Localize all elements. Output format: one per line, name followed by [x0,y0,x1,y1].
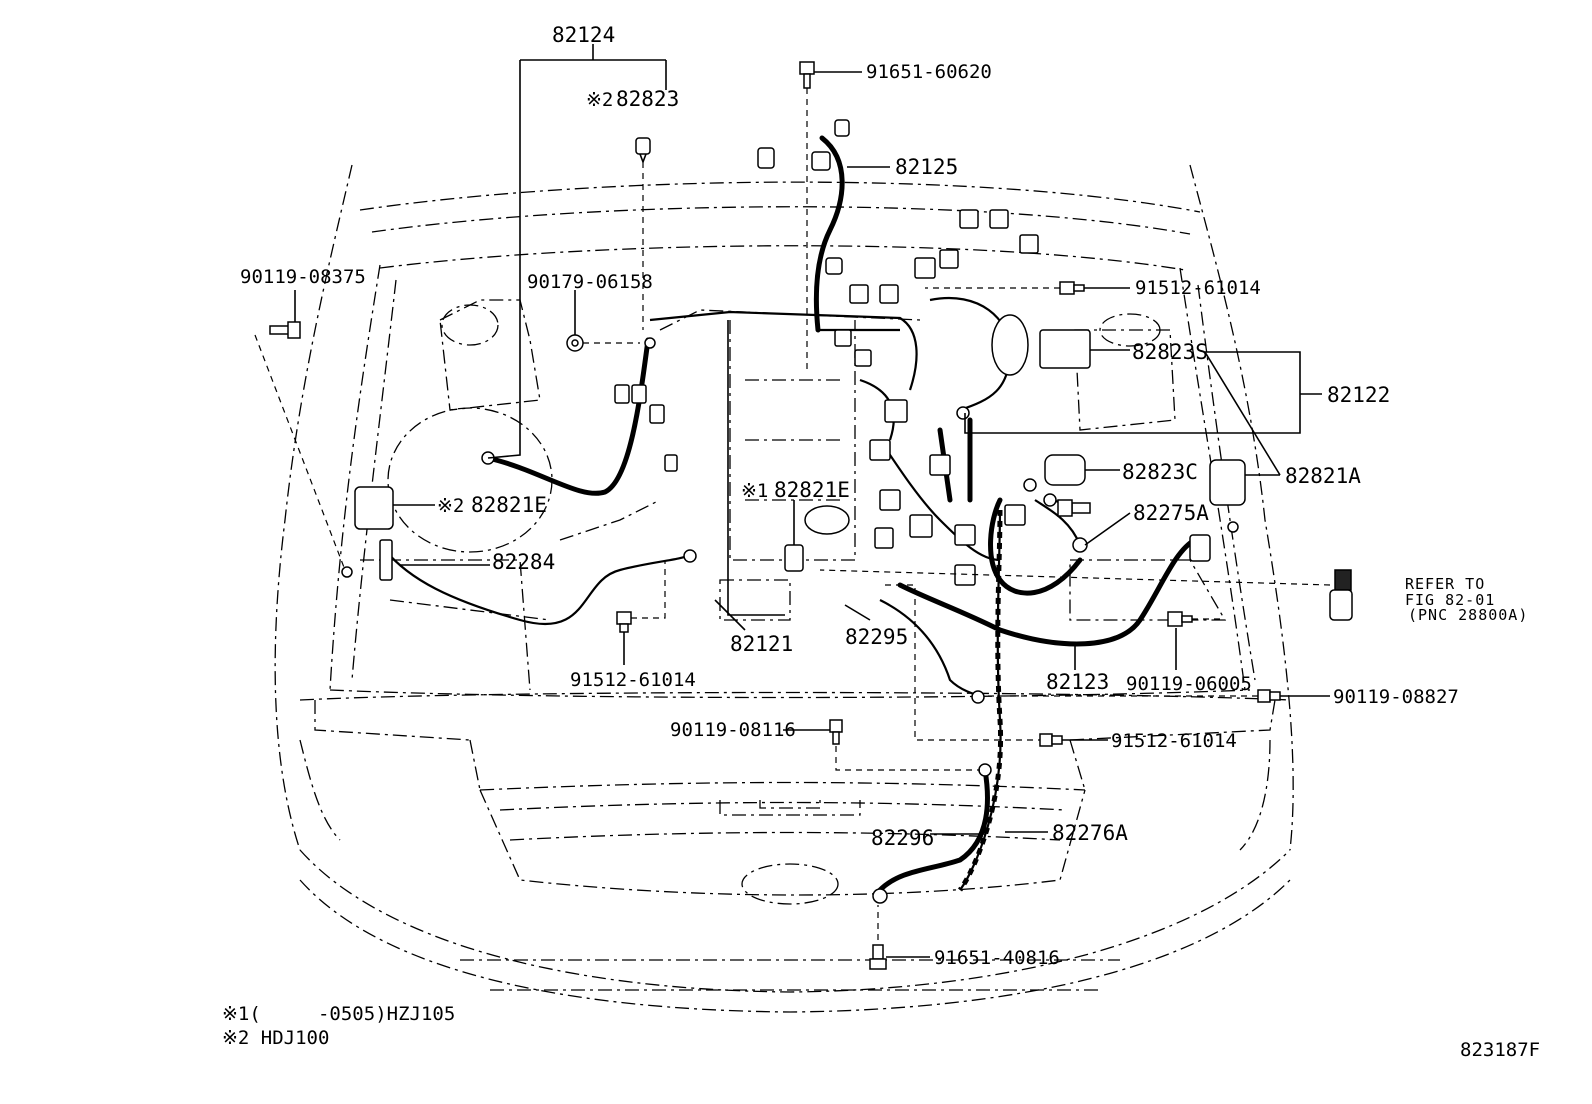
refer-line-3: (PNC 28800A) [1408,606,1528,624]
nut-90179-06158 [566,334,584,352]
vehicle-outline [274,164,1294,1013]
terminal-82295 [971,690,985,704]
footnotes: ※1( -0505)HZJ105 ※2 HDJ100 823187F [222,1003,1540,1061]
bolt-90119-08375 [269,321,301,339]
label-82123: 82123 [1046,670,1109,694]
refer-line-1: REFER TO [1405,575,1485,593]
label-90119-08827: 90119-08827 [1333,686,1459,708]
leader-lines [254,44,1331,958]
refer-line-2: FIG 82-01 [1405,591,1495,609]
bolt-91651-40816 [869,944,887,970]
bolt-91512-61014-c [1039,733,1063,747]
part-labels: 82124 ※2 82823 91651-60620 82125 90119-0… [240,23,1528,969]
label-82821A: 82821A [1285,464,1361,488]
label-82122: 82122 [1327,383,1390,407]
bolt-82275A [1057,499,1091,517]
label-82823C: 82823C [1122,460,1198,484]
label-90119-06005: 90119-06005 [1126,673,1252,695]
marker-note-2: ※2 [586,89,613,111]
label-82275A: 82275A [1133,501,1209,525]
label-90179-06158: 90179-06158 [527,271,653,293]
bolt-91512-61014-left [616,611,632,633]
label-91512-61014-b: 91512-61014 [570,669,696,691]
label-82823: 82823 [616,87,679,111]
bolt-91651-60620 [799,61,815,89]
terminal-82821A [1227,521,1239,533]
label-82295: 82295 [845,625,908,649]
label-90119-08116: 90119-08116 [670,719,796,741]
label-90119-08375: 90119-08375 [240,266,366,288]
label-91512-61014-c: 91512-61014 [1111,730,1237,752]
label-82284: 82284 [492,550,555,574]
terminal-82823C [1023,478,1037,492]
bolt-82823 [635,137,651,165]
label-82125: 82125 [895,155,958,179]
marker-note-2-b: ※2 [437,495,464,517]
footnote-1: ※1( -0505)HZJ105 [222,1003,455,1025]
terminal-82275A-a [1043,493,1057,507]
label-82276A: 82276A [1052,821,1128,845]
label-82296: 82296 [871,826,934,850]
bolt-90119-06005 [1167,611,1193,627]
terminal-82296-bottom [872,888,888,904]
fasteners [269,61,1281,970]
label-91651-60620: 91651-60620 [866,61,992,83]
footnote-2: ※2 HDJ100 [222,1027,329,1049]
terminal-82275A-b [1072,537,1088,553]
terminal-82124-top [644,337,656,349]
terminal-82284-b [683,549,697,563]
terminal-82122 [956,406,970,420]
label-82121: 82121 [730,632,793,656]
bolt-91512-61014-a [1059,281,1085,295]
bolt-90119-08827 [1257,689,1281,703]
label-82823S: 82823S [1132,340,1208,364]
marker-note-1: ※1 [741,480,768,502]
label-82821E-mid: 82821E [774,478,850,502]
label-82124: 82124 [552,23,615,47]
terminal-82296-top [978,763,992,777]
figure-id: 823187F [1460,1039,1540,1061]
terminal-82284 [341,566,353,578]
label-91512-61014-a: 91512-61014 [1135,277,1261,299]
bolt-90119-08116 [829,719,843,745]
label-91651-40816: 91651-40816 [934,947,1060,969]
label-82821E-left: 82821E [471,493,547,517]
